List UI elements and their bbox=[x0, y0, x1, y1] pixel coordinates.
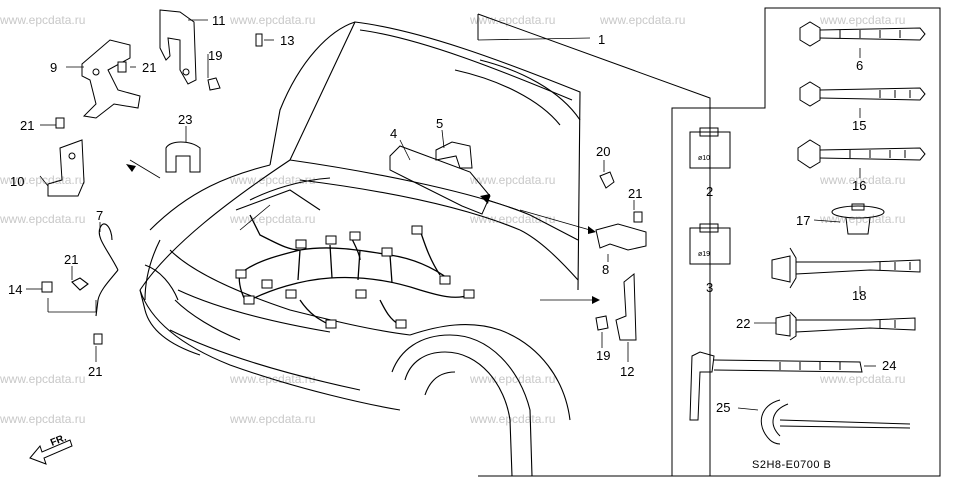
connector-3: ø19 bbox=[689, 223, 731, 265]
callout-21: 21 bbox=[628, 186, 642, 201]
callout-22: 22 bbox=[736, 316, 750, 331]
watermark: www.epcdata.ru bbox=[819, 372, 905, 386]
callout-19-top: 19 bbox=[208, 48, 222, 63]
bracket-10 bbox=[47, 139, 85, 197]
vehicle-body bbox=[139, 21, 581, 477]
callout-21: 21 bbox=[88, 364, 102, 379]
callout-19-bottom: 19 bbox=[596, 348, 610, 363]
callout-11: 11 bbox=[212, 13, 226, 28]
clip-6 bbox=[799, 21, 926, 47]
fasteners bbox=[41, 33, 643, 345]
watermark: www.epcdata.ru bbox=[469, 372, 555, 386]
callout-6: 6 bbox=[856, 58, 863, 73]
watermark: www.epcdata.ru bbox=[469, 212, 555, 226]
bracket-12 bbox=[615, 272, 637, 341]
connector-3-label: ø19 bbox=[698, 251, 710, 258]
clip-24 bbox=[689, 351, 863, 421]
callout-18: 18 bbox=[852, 288, 866, 303]
callout-16: 16 bbox=[852, 178, 866, 193]
callout-15: 15 bbox=[852, 118, 866, 133]
callout-labels: 1 2 3 4 5 6 7 8 9 10 11 12 13 14 15 16 1… bbox=[8, 13, 896, 415]
watermark: www.epcdata.ru bbox=[469, 13, 555, 27]
watermark: www.epcdata.ru bbox=[0, 412, 85, 426]
clip-22 bbox=[775, 311, 916, 341]
callout-2: 2 bbox=[706, 184, 713, 199]
callout-7: 7 bbox=[96, 208, 103, 223]
callout-5: 5 bbox=[436, 116, 443, 131]
watermark-layer: www.epcdata.ru www.epcdata.ru www.epcdat… bbox=[0, 13, 905, 426]
watermark: www.epcdata.ru bbox=[0, 372, 85, 386]
bracket-8 bbox=[595, 223, 647, 251]
clip-25 bbox=[760, 399, 911, 445]
watermark: www.epcdata.ru bbox=[819, 13, 905, 27]
connector-2: ø10 bbox=[689, 127, 731, 169]
callout-14: 14 bbox=[8, 282, 22, 297]
callout-20: 20 bbox=[596, 144, 610, 159]
harness-connectors bbox=[235, 225, 475, 329]
callout-10: 10 bbox=[10, 174, 24, 189]
callout-4: 4 bbox=[390, 126, 397, 141]
connector-2-label: ø10 bbox=[698, 155, 710, 162]
clip-16 bbox=[797, 139, 926, 169]
bracket-11 bbox=[159, 9, 197, 85]
clip-18 bbox=[771, 247, 921, 289]
callout-3: 3 bbox=[706, 280, 713, 295]
watermark: www.epcdata.ru bbox=[0, 13, 85, 27]
leader-lines bbox=[26, 19, 876, 411]
watermark: www.epcdata.ru bbox=[0, 212, 85, 226]
sensor-7 bbox=[71, 223, 119, 317]
watermark: www.epcdata.ru bbox=[469, 412, 555, 426]
callout-21: 21 bbox=[64, 252, 78, 267]
watermark: www.epcdata.ru bbox=[819, 212, 905, 226]
callout-24: 24 bbox=[882, 358, 896, 373]
callout-25: 25 bbox=[716, 400, 730, 415]
diagram-code: S2H8-E0700 B bbox=[752, 459, 831, 471]
watermark: www.epcdata.ru bbox=[469, 173, 555, 187]
clip-15 bbox=[799, 81, 926, 107]
watermark: www.epcdata.ru bbox=[229, 412, 315, 426]
clip-17 bbox=[831, 203, 885, 235]
callout-21: 21 bbox=[20, 118, 34, 133]
watermark: www.epcdata.ru bbox=[599, 13, 685, 27]
parts-box bbox=[671, 7, 941, 477]
callout-13: 13 bbox=[280, 33, 294, 48]
callout-1: 1 bbox=[598, 32, 605, 47]
watermark: www.epcdata.ru bbox=[819, 173, 905, 187]
callout-21: 21 bbox=[142, 60, 156, 75]
watermark: www.epcdata.ru bbox=[229, 212, 315, 226]
callout-12: 12 bbox=[620, 364, 634, 379]
bracket-23 bbox=[165, 141, 201, 173]
watermark: www.epcdata.ru bbox=[229, 13, 315, 27]
callout-8: 8 bbox=[602, 262, 609, 277]
harness-frame bbox=[477, 13, 711, 477]
callout-23: 23 bbox=[178, 112, 192, 127]
front-arrow: FR. bbox=[29, 432, 73, 465]
direction-arrows bbox=[126, 164, 600, 304]
callout-17: 17 bbox=[796, 213, 810, 228]
bracket-9 bbox=[81, 39, 141, 119]
callout-9: 9 bbox=[50, 60, 57, 75]
bracket-4-5 bbox=[389, 141, 491, 215]
